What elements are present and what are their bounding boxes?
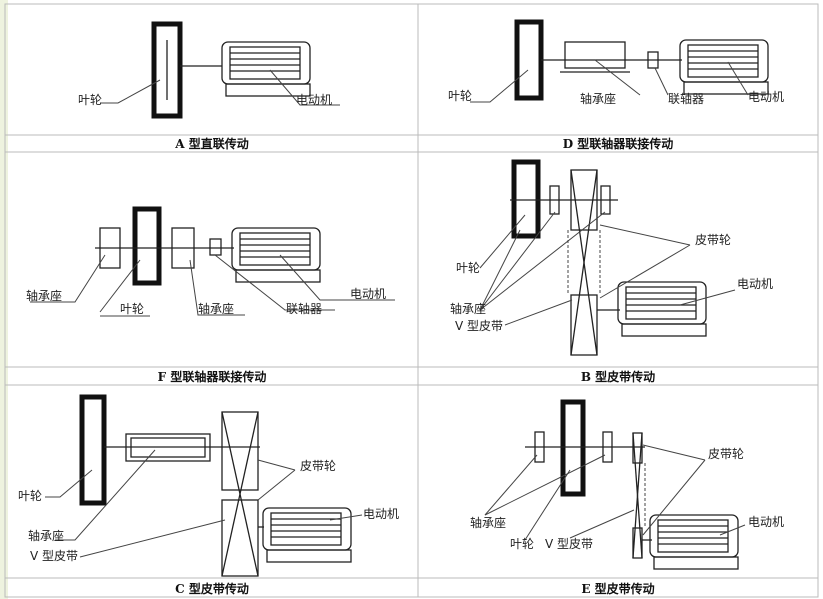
impeller bbox=[151, 21, 183, 119]
panel-e-belt-drive: 轴承座 叶轮 V 型皮带 皮带轮 电动机 E 型皮带传动 bbox=[470, 399, 784, 596]
bearing bbox=[564, 41, 626, 69]
panel-c-belt-drive: 叶轮 轴承座 V 型皮带 皮带轮 电动机 C 型皮带传动 bbox=[18, 394, 399, 596]
motor bbox=[231, 227, 321, 283]
label-coupling: 联轴器 bbox=[286, 301, 322, 316]
bearing bbox=[125, 433, 211, 462]
bearing-left bbox=[534, 431, 545, 463]
impeller bbox=[79, 394, 107, 506]
page-margin bbox=[0, 0, 8, 599]
label-pulley: 皮带轮 bbox=[300, 459, 336, 473]
label-motor: 电动机 bbox=[737, 277, 773, 291]
panel-grid bbox=[4, 3, 819, 598]
label-v-belt: V 型皮带 bbox=[545, 537, 593, 551]
bearing-right bbox=[602, 431, 613, 463]
panel-a-direct-drive: 叶轮 电动机 A 型直联传动 bbox=[78, 21, 340, 151]
caption-d: D 型联轴器联接传动 bbox=[563, 136, 674, 151]
label-bearing: 轴承座 bbox=[450, 301, 486, 316]
motor bbox=[262, 507, 352, 563]
label-motor: 电动机 bbox=[748, 90, 784, 104]
caption-a: A 型直联传动 bbox=[174, 136, 249, 151]
motor bbox=[617, 281, 707, 337]
label-coupling: 联轴器 bbox=[668, 91, 704, 106]
pulley-bottom bbox=[221, 499, 259, 577]
coupling bbox=[647, 51, 659, 69]
label-pulley: 皮带轮 bbox=[708, 447, 744, 461]
pulley-top bbox=[570, 169, 598, 231]
panel-d-coupling-drive: 叶轮 轴承座 联轴器 电动机 D 型联轴器联接传动 bbox=[448, 19, 784, 151]
caption-c: C 型皮带传动 bbox=[175, 581, 249, 596]
panel-f-coupling-drive: 轴承座 叶轮 轴承座 联轴器 电动机 F 型联轴器联接传动 bbox=[26, 206, 395, 384]
label-impeller: 叶轮 bbox=[448, 89, 472, 103]
motor bbox=[679, 39, 769, 95]
label-impeller: 叶轮 bbox=[456, 261, 480, 275]
label-motor: 电动机 bbox=[363, 507, 399, 521]
label-bearing: 轴承座 bbox=[28, 528, 64, 543]
bearing-left bbox=[549, 185, 560, 215]
panel-b-belt-drive: 叶轮 皮带轮 电动机 轴承座 V 型皮带 B 型皮带传动 bbox=[450, 159, 773, 384]
label-v-belt: V 型皮带 bbox=[30, 549, 78, 563]
label-impeller: 叶轮 bbox=[78, 93, 102, 107]
impeller bbox=[132, 206, 162, 286]
label-motor: 电动机 bbox=[296, 93, 332, 107]
label-bearing-left: 轴承座 bbox=[26, 288, 62, 303]
label-impeller: 叶轮 bbox=[18, 489, 42, 503]
pulley-bottom bbox=[570, 294, 598, 356]
bearing-right bbox=[600, 185, 611, 215]
label-bearing: 轴承座 bbox=[580, 91, 616, 106]
label-bearing-right: 轴承座 bbox=[198, 301, 234, 316]
caption-b: B 型皮带传动 bbox=[581, 369, 655, 384]
label-pulley: 皮带轮 bbox=[695, 233, 731, 247]
impeller bbox=[511, 159, 541, 239]
coupling bbox=[209, 238, 222, 256]
label-v-belt: V 型皮带 bbox=[455, 319, 503, 333]
label-impeller: 叶轮 bbox=[120, 302, 144, 316]
caption-f: F 型联轴器联接传动 bbox=[158, 369, 267, 384]
pulley-top bbox=[632, 432, 643, 464]
motor bbox=[221, 41, 311, 97]
pulley-top bbox=[221, 411, 259, 491]
pulley-bottom bbox=[632, 527, 643, 559]
motor bbox=[649, 514, 739, 570]
impeller bbox=[560, 399, 586, 497]
label-motor: 电动机 bbox=[350, 287, 386, 301]
impeller bbox=[514, 19, 544, 101]
label-impeller: 叶轮 bbox=[510, 537, 534, 551]
caption-e: E 型皮带传动 bbox=[581, 581, 654, 596]
label-motor: 电动机 bbox=[748, 515, 784, 529]
label-bearing: 轴承座 bbox=[470, 515, 506, 530]
